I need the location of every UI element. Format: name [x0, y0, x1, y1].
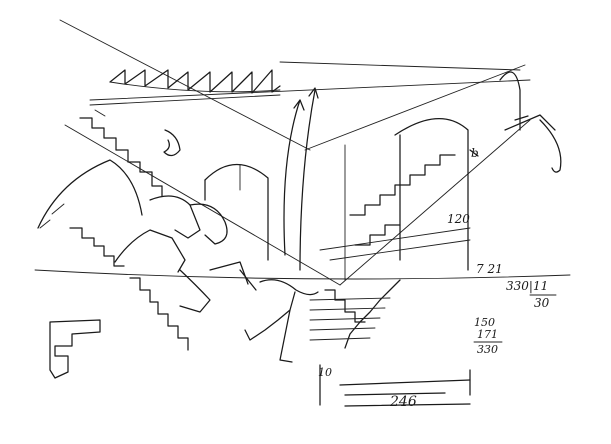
- label-b: b: [471, 146, 479, 160]
- label-side: 10: [318, 366, 332, 379]
- label-sum-top: 150: [474, 316, 495, 329]
- sawtooth-roof: [109, 69, 281, 94]
- right-curve-element: [469, 71, 562, 173]
- arches: [204, 118, 469, 281]
- label-bottom-dimension: 246: [389, 394, 417, 410]
- dimension-arrows: [283, 87, 319, 271]
- label-ratio-divisor: 30: [534, 296, 550, 310]
- label-sum-mid: 171: [477, 328, 498, 341]
- annotations: 120 7 21 330|11 30 150 171 330 10 246 b: [318, 146, 557, 410]
- curved-canopy-left: [37, 159, 143, 229]
- bottom-dimension: [319, 364, 471, 407]
- label-ratio: 330|11: [506, 279, 548, 293]
- stair-lower-left: [69, 227, 189, 351]
- label-sum-result: 330: [477, 343, 498, 356]
- label-120: 120: [447, 212, 470, 226]
- label-riser: 7 21: [476, 262, 503, 276]
- construction-lines: [34, 19, 571, 286]
- block-stack: [49, 319, 101, 379]
- stair-lower-center: [309, 279, 401, 349]
- figure-seated: [114, 129, 228, 313]
- stair-center-right: [319, 154, 471, 261]
- figure-standing: [209, 261, 319, 363]
- stair-upper-left: [79, 109, 163, 197]
